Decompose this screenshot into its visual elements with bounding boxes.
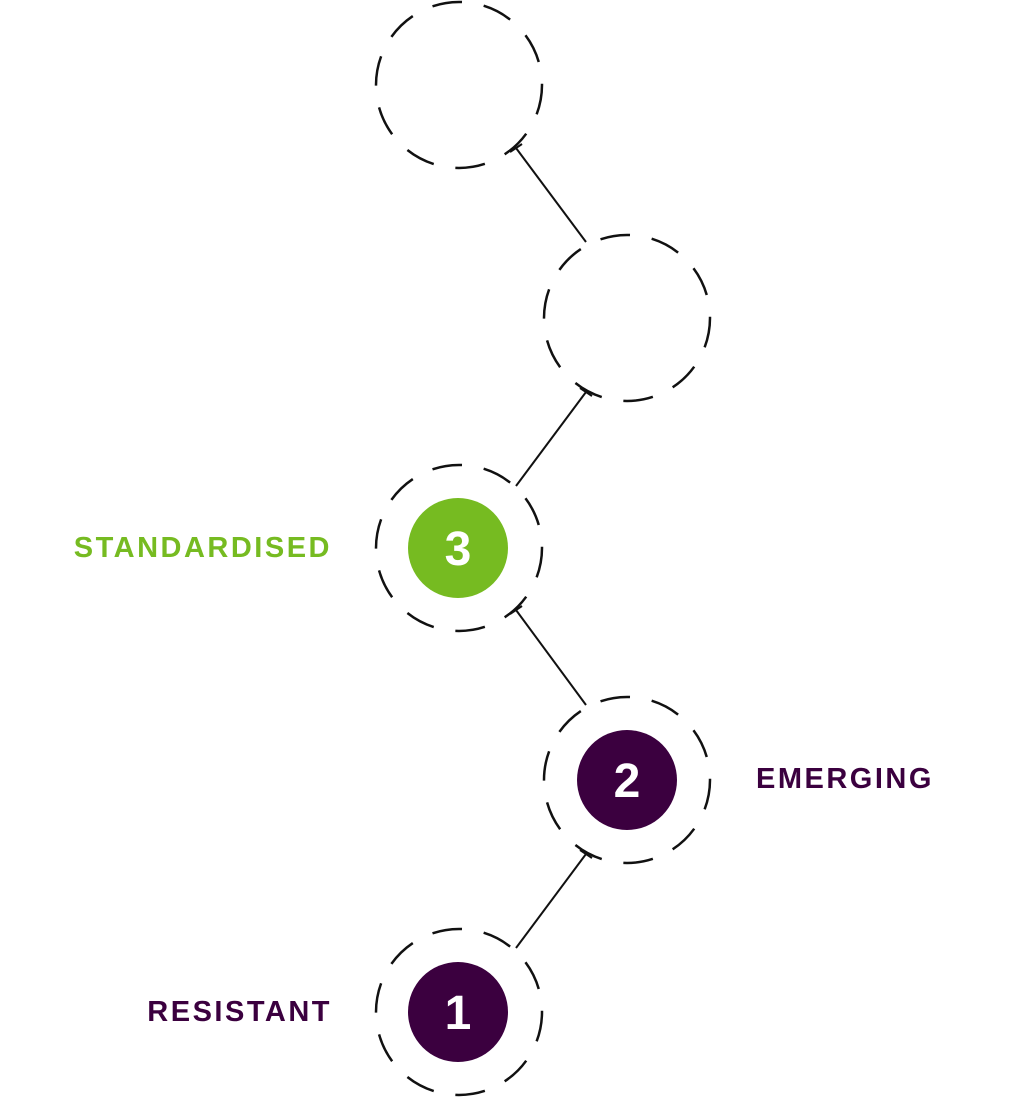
connector-3-2 xyxy=(515,609,587,706)
connector-4-3 xyxy=(515,391,587,487)
stage-1-label: RESISTANT xyxy=(147,996,332,1028)
stage-1-outline xyxy=(374,927,544,1097)
connector-5-4 xyxy=(515,147,587,243)
connector-2-1 xyxy=(515,853,587,949)
stage-4-outline xyxy=(542,233,712,403)
stage-3-number: 3 xyxy=(445,523,472,576)
stage-2-outline xyxy=(542,695,712,865)
stage-3-outline xyxy=(374,463,544,633)
stage-2-badge xyxy=(577,730,677,830)
stage-2-number: 2 xyxy=(614,755,641,808)
stage-1-number: 1 xyxy=(445,987,472,1040)
stage-2-label: EMERGING xyxy=(756,763,934,795)
stage-5-outline xyxy=(374,0,544,170)
stage-3-label: STANDARDISED xyxy=(73,532,332,564)
stage-3-badge xyxy=(408,498,508,598)
stage-1-badge xyxy=(408,962,508,1062)
